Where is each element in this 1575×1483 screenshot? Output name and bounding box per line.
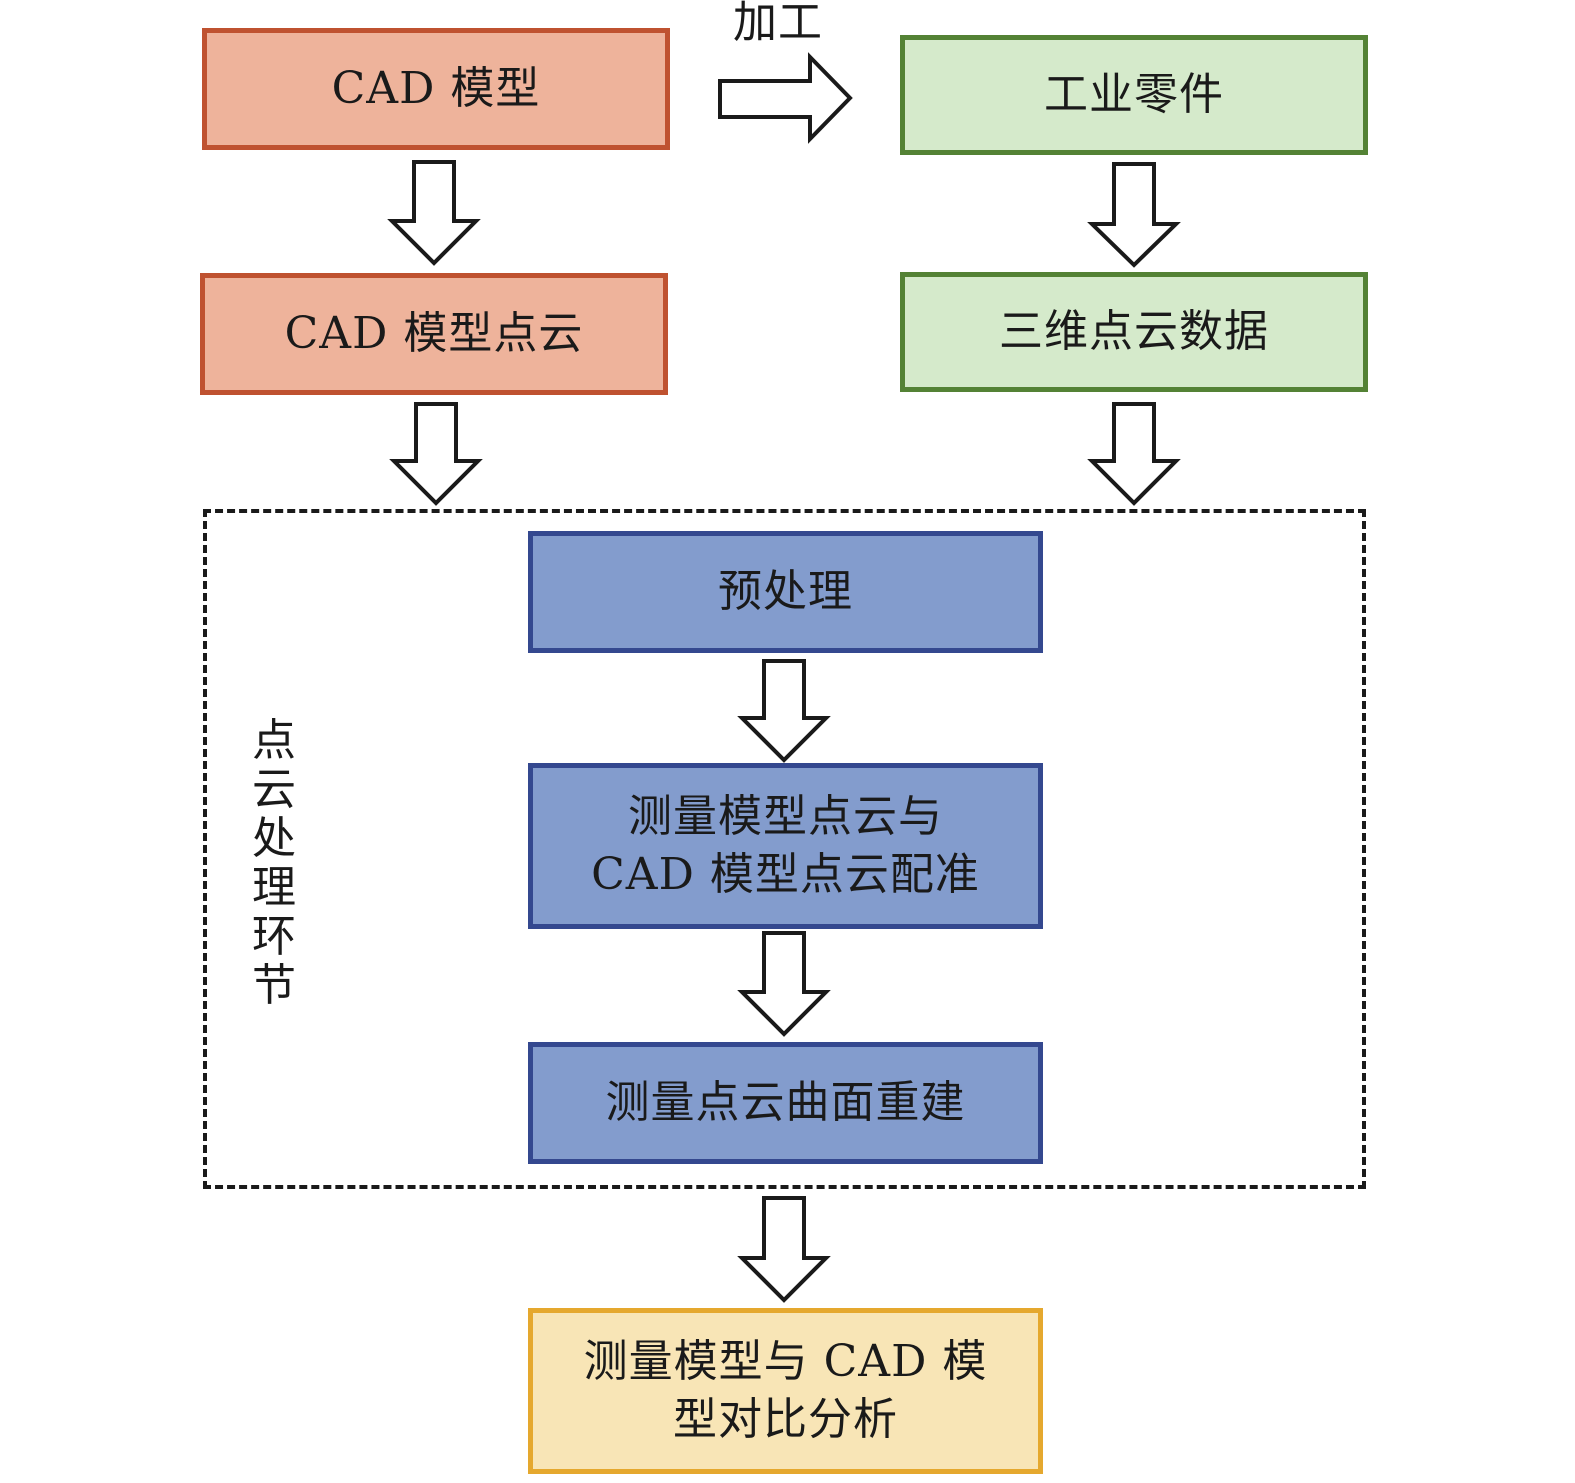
preprocessing-label: 预处理 [718, 566, 853, 617]
arrow-machining-right [718, 52, 853, 144]
arrow-registration-to-reconstruction [737, 931, 831, 1037]
arrow-stage-to-comparison [737, 1196, 831, 1303]
point-cloud-data-box: 三维点云数据 [900, 272, 1368, 392]
surface-reconstruction-box: 测量点云曲面重建 [528, 1042, 1043, 1164]
registration-label-line2: CAD 模型点云配准 [591, 849, 980, 900]
point-cloud-data-label: 三维点云数据 [999, 306, 1269, 357]
arrow-preprocessing-to-registration [737, 659, 831, 763]
cad-point-cloud-box: CAD 模型点云 [200, 273, 668, 395]
preprocessing-box: 预处理 [528, 531, 1043, 653]
processing-stage-frame [203, 509, 1366, 1189]
industrial-part-box: 工业零件 [900, 35, 1368, 155]
industrial-part-label: 工业零件 [1044, 69, 1224, 120]
comparison-label-line2: 型对比分析 [672, 1394, 898, 1445]
arrow-cad-point-cloud-to-stage [389, 402, 483, 506]
surface-reconstruction-label: 测量点云曲面重建 [605, 1077, 966, 1128]
arrow-part-to-point-cloud-data [1087, 162, 1181, 268]
registration-label-line1: 测量模型点云与 [628, 791, 943, 842]
comparison-analysis-box: 测量模型与 CAD 模 型对比分析 [528, 1308, 1043, 1474]
registration-box: 测量模型点云与 CAD 模型点云配准 [528, 763, 1043, 929]
processing-stage-label: 点云处理环节 [252, 715, 296, 1011]
comparison-label-line1: 测量模型与 CAD 模 [583, 1336, 988, 1387]
cad-point-cloud-label: CAD 模型点云 [284, 308, 584, 359]
cad-model-label: CAD 模型 [331, 63, 541, 114]
machining-label: 加工 [733, 0, 823, 48]
arrow-cad-to-point-cloud [387, 160, 481, 266]
arrow-point-cloud-data-to-stage [1087, 402, 1181, 506]
cad-model-box: CAD 模型 [202, 28, 670, 150]
